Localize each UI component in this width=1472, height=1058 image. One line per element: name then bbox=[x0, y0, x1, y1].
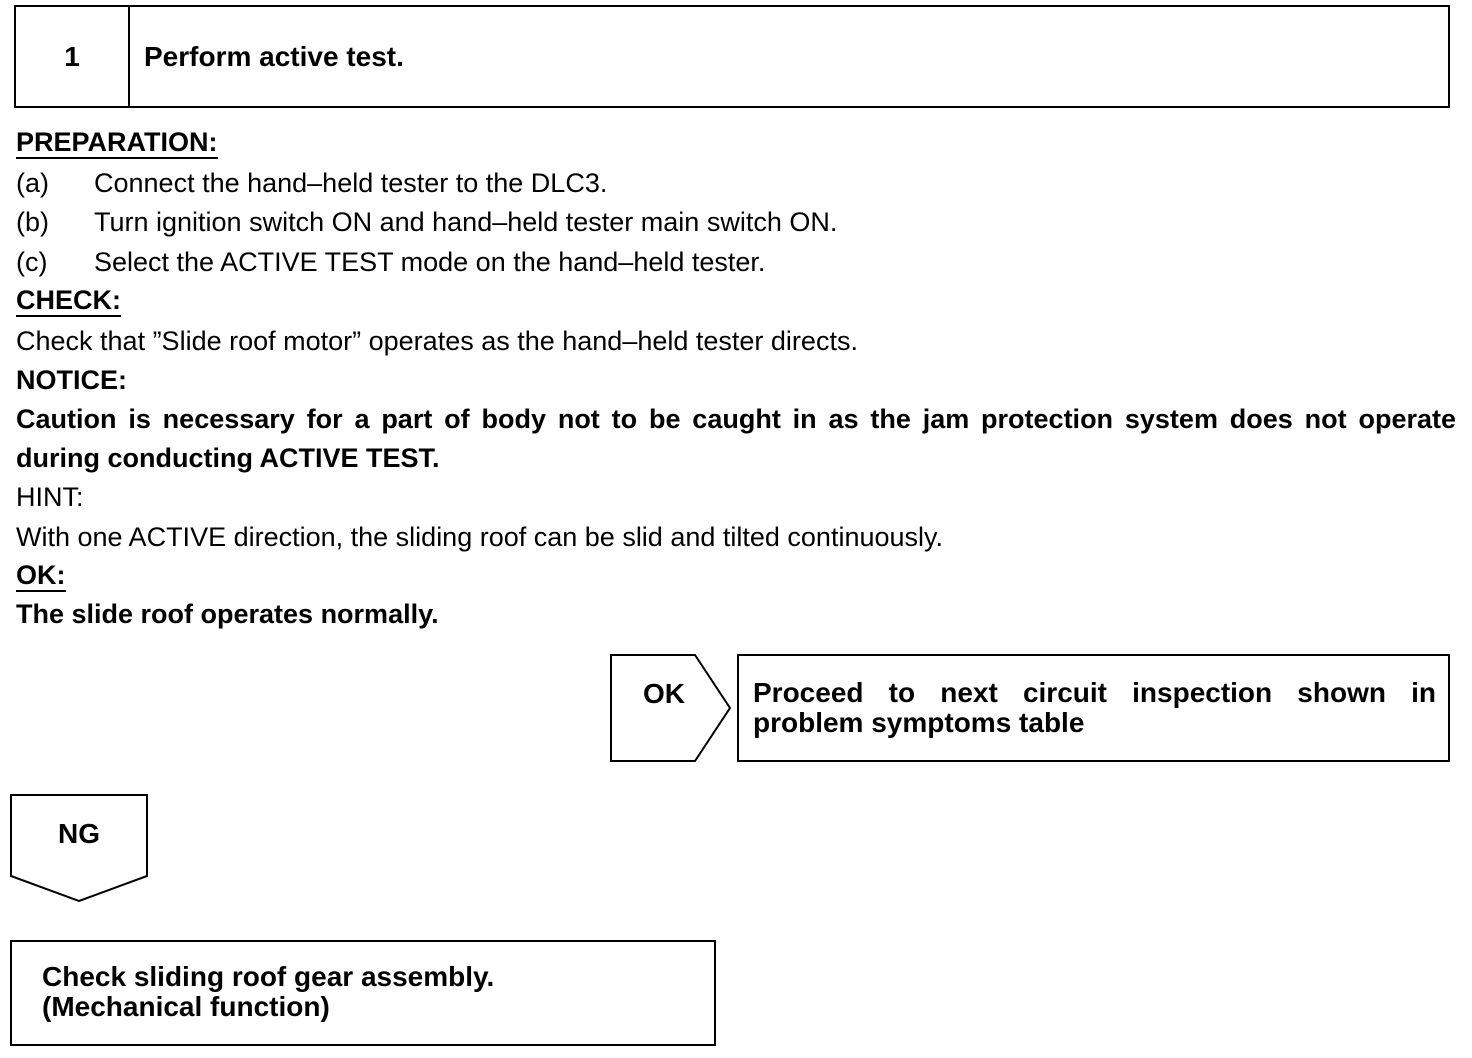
hint-heading: HINT: bbox=[16, 482, 84, 512]
ng-result-line: Check sliding roof gear assembly. bbox=[42, 961, 495, 992]
ok-arrow-shape bbox=[610, 654, 732, 762]
preparation-item-text: Select the ACTIVE TEST mode on the hand–… bbox=[94, 247, 766, 277]
preparation-item-letter: (c) bbox=[16, 247, 48, 277]
step-header: 1 Perform active test. bbox=[14, 5, 1450, 108]
hint-text: With one ACTIVE direction, the sliding r… bbox=[16, 522, 944, 552]
preparation-item-letter: (a) bbox=[16, 168, 49, 198]
preparation-item-c: (c) Select the ACTIVE TEST mode on the ha… bbox=[16, 246, 765, 278]
check-heading-row: CHECK: bbox=[16, 284, 121, 317]
ok-flow-label: OK bbox=[643, 678, 685, 709]
preparation-heading-row: PREPARATION: bbox=[16, 126, 218, 159]
step-title: Perform active test. bbox=[144, 40, 404, 72]
preparation-item-text: Turn ignition switch ON and hand–held te… bbox=[94, 207, 838, 237]
check-heading: CHECK: bbox=[16, 285, 121, 317]
ng-result-line: (Mechanical function) bbox=[42, 991, 330, 1022]
preparation-item-b: (b) Turn ignition switch ON and hand–held… bbox=[16, 206, 837, 238]
ok-heading-row: OK: bbox=[16, 559, 66, 592]
ok-text: The slide roof operates normally. bbox=[16, 599, 439, 629]
preparation-item-a: (a) Connect the hand–held tester to the D… bbox=[16, 167, 607, 199]
preparation-item-text: Connect the hand–held tester to the DLC3… bbox=[94, 168, 608, 198]
step-number: 1 bbox=[16, 7, 130, 106]
notice-text: Caution is necessary for a part of body … bbox=[16, 404, 1456, 473]
preparation-heading: PREPARATION: bbox=[16, 127, 218, 159]
ng-arrow-shape bbox=[10, 794, 148, 902]
ok-heading: OK: bbox=[16, 560, 66, 592]
ng-flow-label: NG bbox=[58, 818, 100, 849]
ok-result-box: Proceed to next circuit inspection shown… bbox=[737, 654, 1450, 762]
check-text: Check that ”Slide roof motor” operates a… bbox=[16, 326, 858, 356]
ng-result-box: Check sliding roof gear assembly. (Mecha… bbox=[10, 940, 716, 1046]
preparation-item-letter: (b) bbox=[16, 207, 49, 237]
notice-heading: NOTICE: bbox=[16, 365, 127, 395]
